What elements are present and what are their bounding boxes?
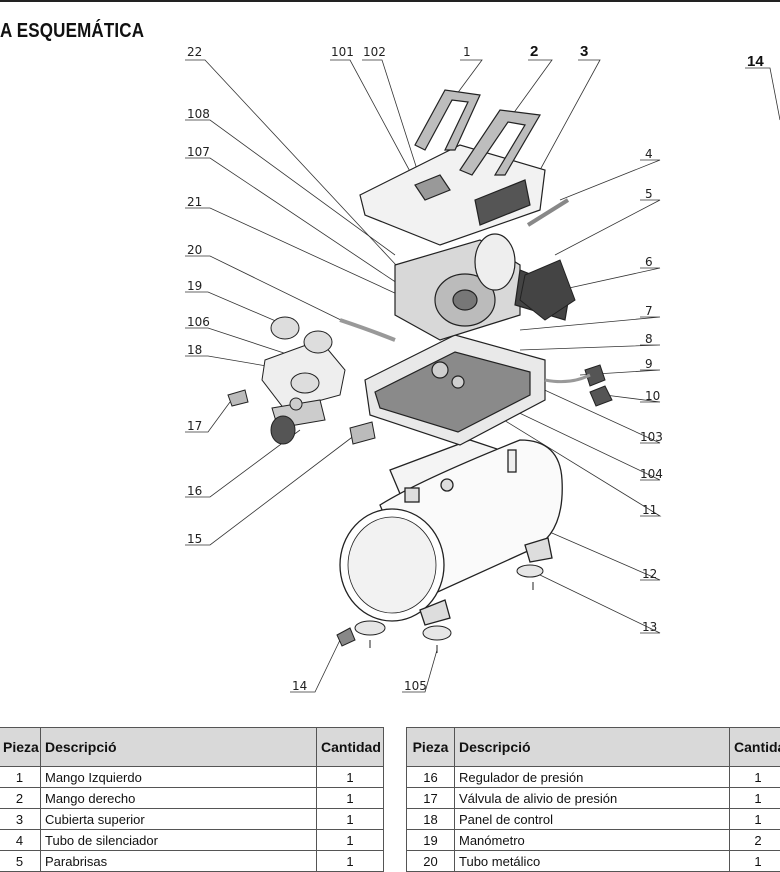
- callout-11: 11: [642, 503, 657, 517]
- col-header-part: Pieza: [407, 728, 455, 767]
- top-rule: [0, 0, 780, 2]
- cell-part: 2: [0, 788, 41, 809]
- callout-5: 5: [645, 187, 653, 201]
- callout-10: 10: [645, 389, 660, 403]
- cell-desc: Mango Izquierdo: [41, 767, 317, 788]
- cell-part: 18: [407, 809, 455, 830]
- cell-part: 5: [0, 851, 41, 872]
- cell-qty: 1: [730, 767, 780, 788]
- callout-3: 3: [580, 43, 588, 60]
- callout-108: 108: [187, 107, 210, 121]
- col-header-desc: Descripció: [455, 728, 730, 767]
- callout-12: 12: [642, 567, 657, 581]
- callout-102: 102: [363, 45, 386, 59]
- callout-20: 20: [187, 243, 202, 257]
- cell-desc: Cubierta superior: [41, 809, 317, 830]
- cell-qty: 2: [730, 830, 780, 851]
- cell-qty: 1: [317, 767, 384, 788]
- cell-part: 1: [0, 767, 41, 788]
- callout-106: 106: [187, 315, 210, 329]
- cell-part: 16: [407, 767, 455, 788]
- cell-part: 17: [407, 788, 455, 809]
- cell-part: 4: [0, 830, 41, 851]
- callout-1: 1: [463, 45, 471, 59]
- col-header-qty: Cantidad: [730, 728, 780, 767]
- callout-15: 15: [187, 532, 202, 546]
- callout-107: 107: [187, 145, 210, 159]
- cell-desc: Mango derecho: [41, 788, 317, 809]
- cell-desc: Manómetro: [455, 830, 730, 851]
- cell-part: 3: [0, 809, 41, 830]
- col-header-qty: Cantidad: [317, 728, 384, 767]
- callout-6: 6: [645, 255, 653, 269]
- cell-qty: 1: [317, 830, 384, 851]
- cell-desc: Tubo metálico: [455, 851, 730, 872]
- callout-8: 8: [645, 332, 653, 346]
- callout-14-top: 14: [747, 53, 764, 70]
- callout-104: 104: [640, 467, 663, 481]
- cell-desc: Parabrisas: [41, 851, 317, 872]
- cell-qty: 1: [730, 809, 780, 830]
- cell-desc: Panel de control: [455, 809, 730, 830]
- cell-desc: Regulador de presión: [455, 767, 730, 788]
- cell-part: 20: [407, 851, 455, 872]
- callout-19: 19: [187, 279, 202, 293]
- callout-4: 4: [645, 147, 653, 161]
- callout-18: 18: [187, 343, 202, 357]
- cell-desc: Válvula de alivio de presión: [455, 788, 730, 809]
- callout-7: 7: [645, 304, 653, 318]
- callout-2: 2: [530, 43, 538, 60]
- col-header-part: Pieza: [0, 728, 41, 767]
- cell-qty: 1: [317, 851, 384, 872]
- cell-qty: 1: [317, 788, 384, 809]
- col-header-desc: Descripció: [41, 728, 317, 767]
- callout-103: 103: [640, 430, 663, 444]
- callout-14: 14: [292, 679, 307, 693]
- exploded-diagram: 22 101 102 1 2 3 14 108 4 107 21 5 20 6 …: [0, 38, 780, 698]
- cell-desc: Tubo de silenciador: [41, 830, 317, 851]
- callout-17: 17: [187, 419, 202, 433]
- callout-21: 21: [187, 195, 202, 209]
- cell-qty: 1: [730, 788, 780, 809]
- callout-101: 101: [331, 45, 354, 59]
- cell-part: 19: [407, 830, 455, 851]
- callout-16: 16: [187, 484, 202, 498]
- callout-22: 22: [187, 45, 202, 59]
- cell-qty: 1: [317, 809, 384, 830]
- callout-13: 13: [642, 620, 657, 634]
- callout-105: 105: [404, 679, 427, 693]
- callout-9: 9: [645, 357, 653, 371]
- cell-qty: 1: [730, 851, 780, 872]
